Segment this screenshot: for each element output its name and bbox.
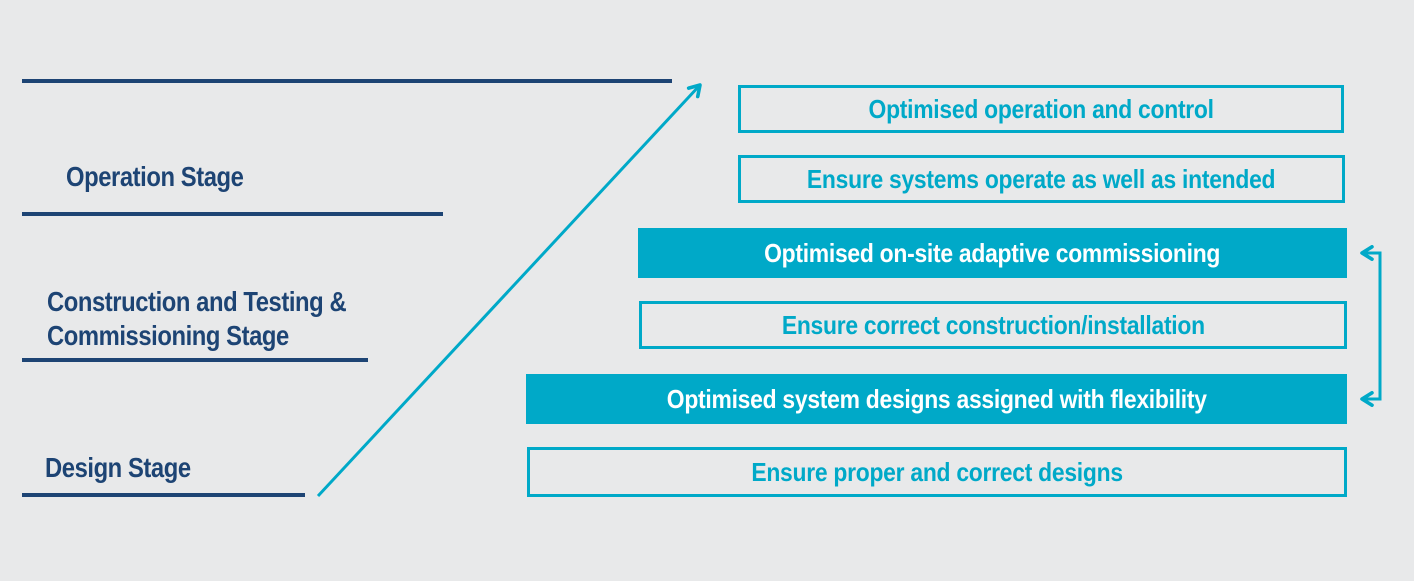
box-ensure-systems-operate-text: Ensure systems operate as well as intend… (807, 163, 1276, 194)
box-ensure-proper-designs: Ensure proper and correct designs (527, 447, 1347, 497)
box-optimised-operation-control-text: Optimised operation and control (868, 93, 1214, 124)
box-optimised-onsite-commissioning-text: Optimised on-site adaptive commissioning (764, 237, 1221, 268)
box-ensure-correct-construction: Ensure correct construction/installation (639, 301, 1347, 349)
box-ensure-correct-construction-text: Ensure correct construction/installation (781, 309, 1205, 340)
box-ensure-proper-designs-text: Ensure proper and correct designs (751, 456, 1123, 487)
box-optimised-system-designs-text: Optimised system designs assigned with f… (666, 383, 1207, 414)
stage-divider-line-bottom (22, 493, 305, 497)
box-optimised-system-designs: Optimised system designs assigned with f… (526, 374, 1347, 424)
stage-label-operation-text: Operation Stage (66, 161, 244, 192)
feedback-arrow-connector-icon (1360, 245, 1382, 407)
stage-label-operation: Operation Stage (66, 126, 275, 194)
stage-divider-line-third (22, 358, 368, 362)
stage-label-construction-commissioning-text: Construction and Testing & Commissioning… (47, 286, 347, 351)
box-optimised-operation-control: Optimised operation and control (738, 85, 1344, 133)
stage-divider-line-second (22, 212, 443, 216)
stage-label-construction-commissioning: Construction and Testing & Commissioning… (47, 251, 399, 353)
stage-label-design-text: Design Stage (45, 452, 191, 483)
stage-label-design: Design Stage (45, 417, 216, 485)
stage-divider-line-top (22, 79, 672, 83)
box-ensure-systems-operate: Ensure systems operate as well as intend… (738, 155, 1345, 203)
box-optimised-onsite-commissioning: Optimised on-site adaptive commissioning (638, 228, 1347, 278)
